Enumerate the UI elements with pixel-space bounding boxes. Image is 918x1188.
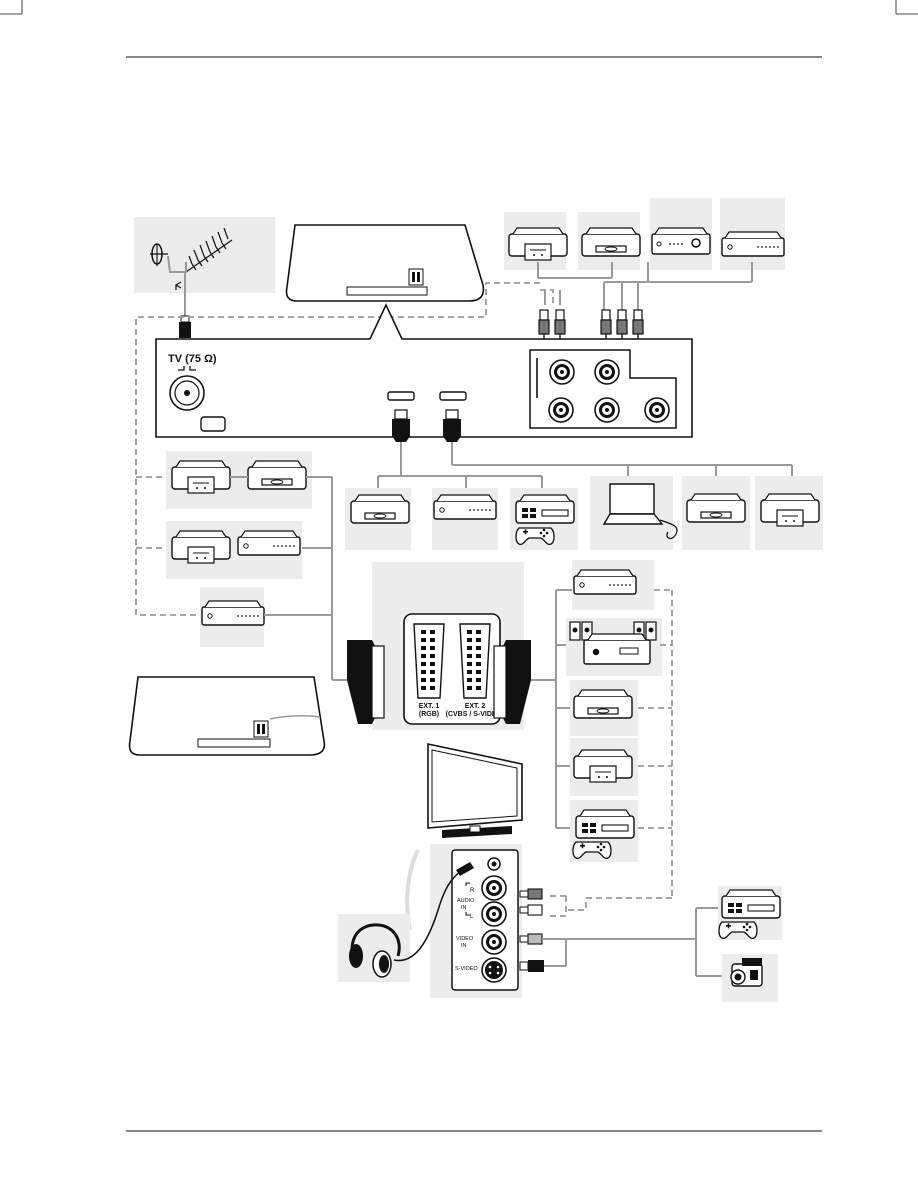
rca-plug-icon	[519, 933, 543, 945]
scart-socket-ext2	[459, 623, 491, 699]
dvd-player-icon	[350, 494, 410, 524]
ext2-label: EXT. 2	[465, 703, 486, 710]
rca-plug-icon	[632, 309, 644, 341]
svideo-plug-icon	[519, 960, 544, 972]
video-in-label: VIDEO	[456, 936, 474, 942]
game-console-icon	[721, 889, 781, 919]
svideo-label: S-VIDEO	[455, 966, 478, 972]
game-console-icon	[575, 809, 635, 839]
vcr-icon	[171, 530, 231, 564]
set-top-box-icon	[237, 530, 301, 556]
scart-connector-icon	[347, 640, 385, 724]
dvd-player-icon	[573, 689, 633, 719]
set-top-box-icon	[651, 227, 711, 255]
rca-plug-icon	[538, 309, 550, 341]
camcorder-icon	[730, 958, 763, 987]
svideo-socket	[481, 957, 507, 983]
tv-antenna-label: TV (75 Ω)	[168, 353, 217, 365]
dvd-player-icon	[686, 493, 746, 523]
ext2-sublabel: (CVBS / S-VIDEO)	[446, 711, 505, 718]
audio-l-label: L	[470, 914, 474, 920]
tv-rear-top	[285, 224, 485, 302]
audio-r-label: R	[470, 888, 475, 894]
hdmi-connector-icon	[442, 409, 462, 443]
video-in-label2: IN	[461, 943, 467, 949]
rca-plug-icon	[519, 904, 543, 916]
scart-socket-ext1	[413, 623, 445, 699]
vcr-icon	[573, 749, 633, 783]
ext1-label: EXT. 1	[419, 703, 440, 710]
tv-rear-bottom	[128, 676, 326, 756]
set-top-box-icon	[433, 494, 497, 520]
vcr-icon	[760, 493, 820, 527]
scart-connector-icon	[493, 640, 531, 724]
speaker-icon	[569, 621, 657, 641]
laptop-icon	[602, 483, 678, 540]
hdmi-connector-icon	[391, 409, 411, 443]
vcr-icon	[171, 460, 231, 494]
satellite-dish-icon	[150, 243, 168, 266]
set-top-box-icon	[573, 569, 637, 595]
vcr-icon	[508, 227, 568, 261]
rca-plug-icon	[519, 888, 543, 900]
set-top-box-icon	[721, 231, 785, 257]
audio-in-label: AUDIO	[457, 898, 475, 904]
set-top-box-icon	[201, 600, 265, 626]
tv-rear-panel: TV (75 Ω)	[155, 303, 693, 443]
rca-plug-icon	[554, 309, 566, 341]
ext1-sublabel: (RGB)	[419, 711, 439, 718]
dvd-player-icon	[581, 227, 641, 257]
antenna-icon	[185, 227, 233, 273]
rca-plug-icon	[616, 309, 628, 341]
headphones-icon	[349, 923, 401, 978]
dvd-player-icon	[247, 460, 307, 490]
rca-plug-icon	[600, 309, 612, 341]
antenna-panel	[134, 217, 275, 322]
flat-tv-icon	[427, 743, 523, 838]
amplifier-icon	[583, 633, 651, 665]
game-console-icon	[515, 494, 575, 524]
audio-in-label2: IN	[461, 905, 467, 911]
